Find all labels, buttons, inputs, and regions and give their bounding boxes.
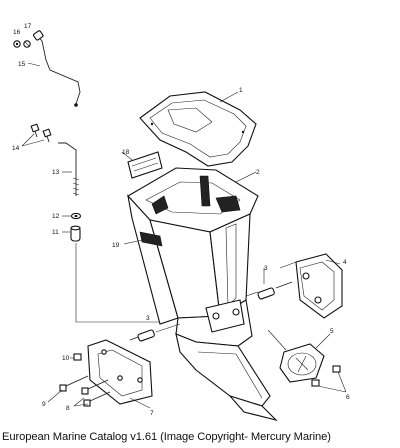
callout-8: 8 (66, 405, 70, 412)
callout-18: 18 (122, 149, 130, 156)
nut-part-16 (13, 40, 21, 48)
callout-17: 17 (24, 23, 32, 30)
linkage-rod-part-15 (33, 30, 81, 107)
nut-part-10 (73, 353, 82, 361)
driveshaft-housing-part-2 (127, 167, 278, 422)
bushing-part-11 (70, 225, 81, 242)
callout-10: 10 (62, 355, 70, 362)
callout-3-lower: 3 (146, 315, 150, 322)
callout-12: 12 (52, 213, 60, 220)
bolt-part-9 (59, 375, 89, 392)
stud-part-3-lower (129, 323, 181, 342)
callout-13: 13 (52, 169, 60, 176)
callout-3-upper: 3 (264, 265, 268, 272)
washer-part-12 (70, 212, 82, 220)
screws-part-14 (30, 123, 52, 143)
trim-bracket-part-7 (87, 339, 153, 405)
clip-part-17 (23, 40, 31, 48)
callout-16: 16 (13, 29, 21, 36)
callout-9: 9 (42, 401, 46, 408)
gasket-part-1 (139, 91, 257, 167)
callout-2: 2 (256, 169, 260, 176)
callout-19: 19 (112, 242, 120, 249)
bolts-part-8 (81, 379, 111, 407)
bracket-part-4 (279, 253, 343, 319)
decal-part-18 (127, 151, 163, 179)
callout-15: 15 (18, 61, 26, 68)
screws-part-6 (311, 365, 341, 387)
callout-6: 6 (346, 394, 350, 401)
shift-shaft-part-13 (58, 142, 80, 196)
stud-part-3-upper (245, 281, 293, 300)
callout-labels: 1 2 3 3 4 5 6 7 8 9 10 11 12 13 14 15 16… (12, 23, 350, 417)
exploded-parts-diagram: 1 2 3 3 4 5 6 7 8 9 10 11 12 13 14 15 16… (12, 23, 350, 422)
callout-5: 5 (330, 328, 334, 335)
callout-4: 4 (343, 259, 347, 266)
cover-plate-part-5 (267, 329, 325, 383)
callout-14: 14 (12, 145, 20, 152)
image-caption: European Marine Catalog v1.61 (Image Cop… (2, 431, 331, 443)
callout-leaders (21, 62, 347, 409)
callout-7: 7 (150, 410, 154, 417)
callout-11: 11 (52, 229, 59, 236)
callout-1: 1 (239, 87, 243, 94)
